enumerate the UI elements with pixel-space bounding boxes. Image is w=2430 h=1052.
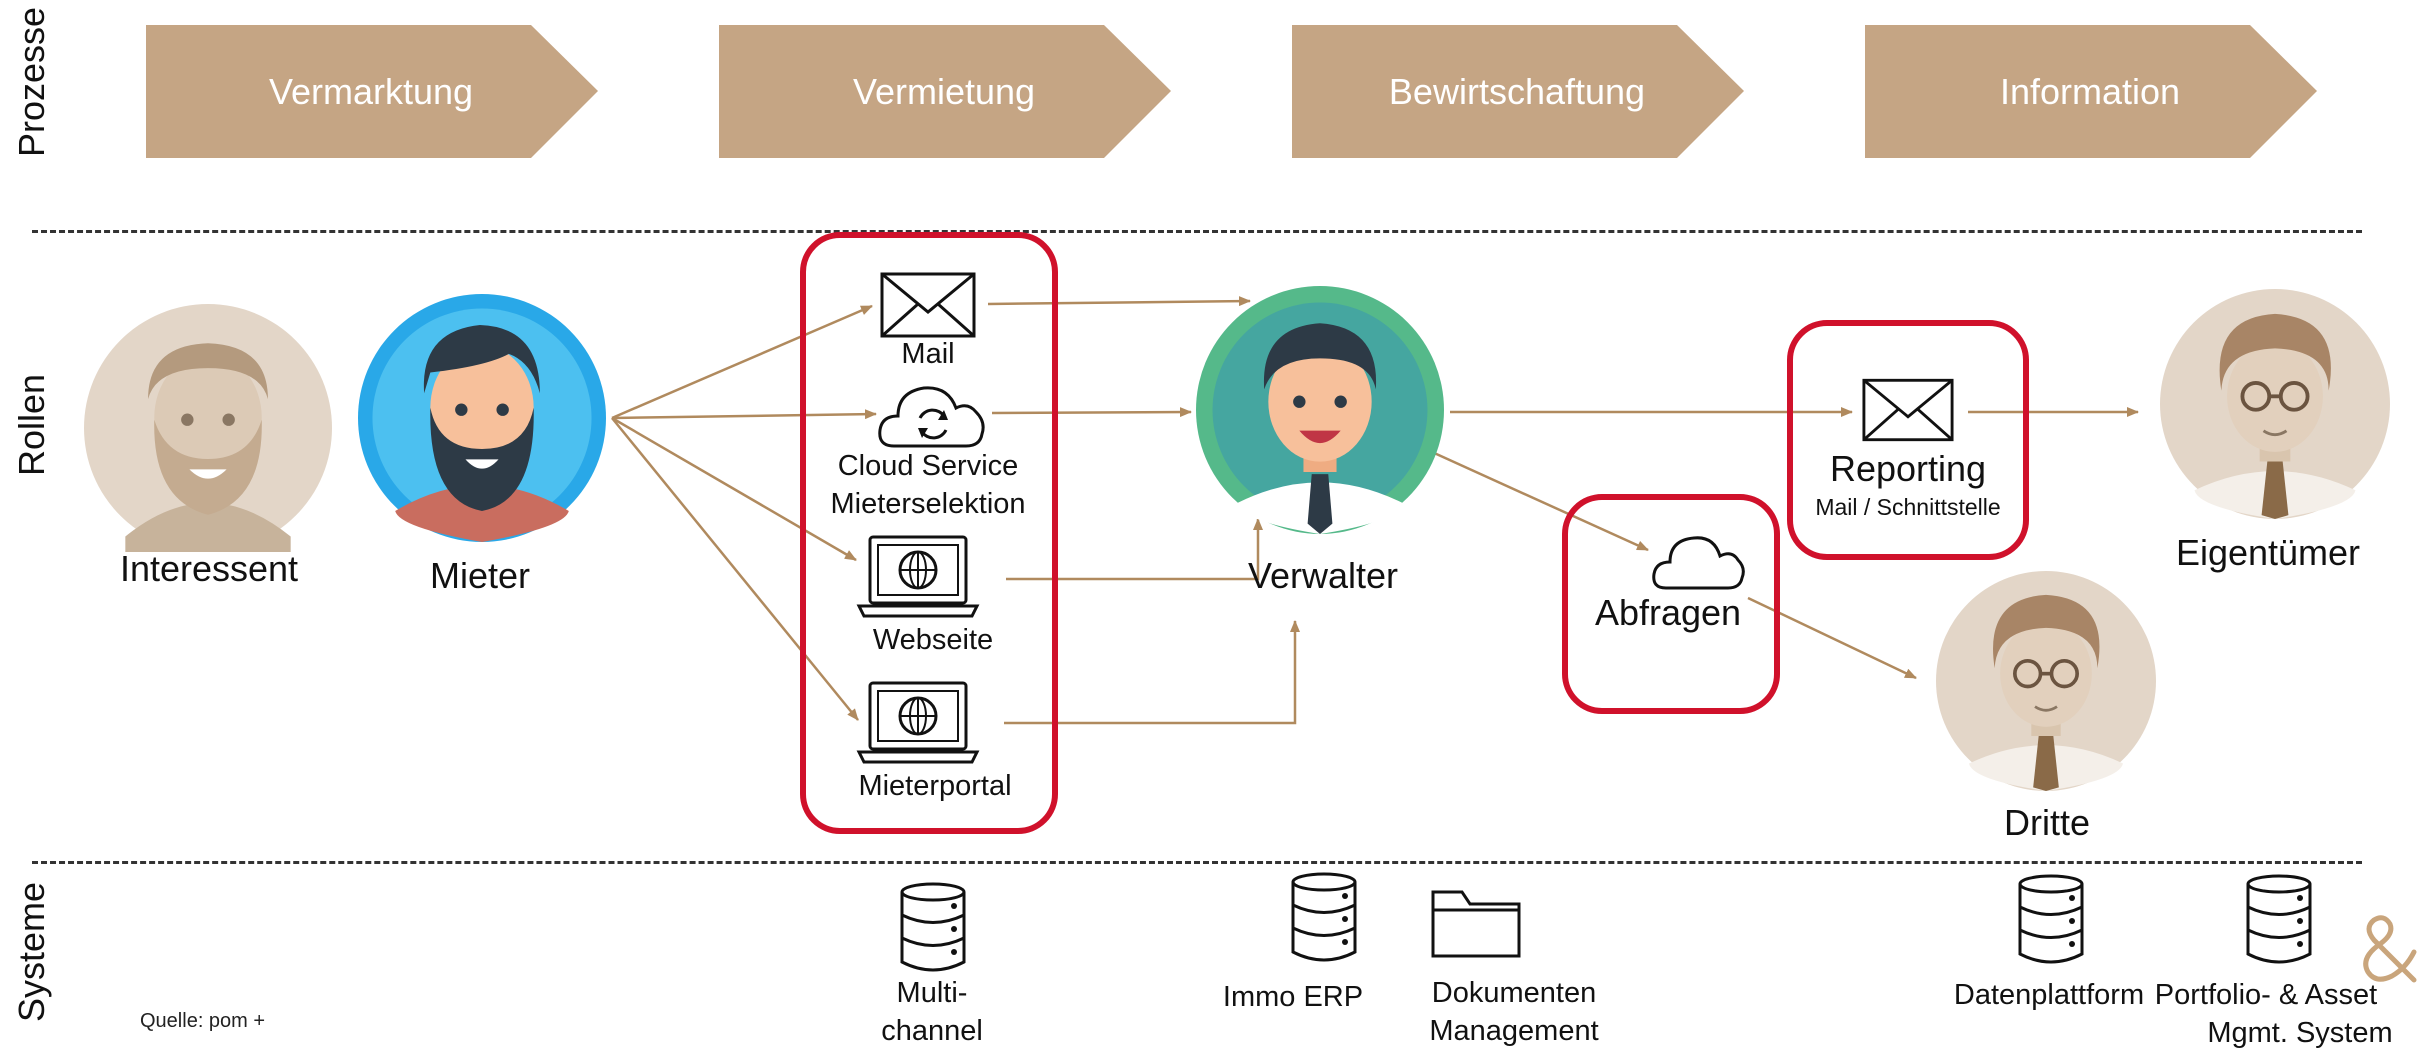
eigentuemer-avatar bbox=[2160, 289, 2390, 519]
chevron-shape bbox=[146, 25, 598, 158]
channel-label-mieterportal: Mieterportal bbox=[858, 770, 1012, 802]
abfragen-highlight-frame bbox=[1562, 494, 1780, 714]
system-label-mgmt-system: Mgmt. System bbox=[2207, 1017, 2393, 1049]
verwalter-avatar bbox=[1196, 286, 1444, 534]
channel-label-mieterselektion: Mieterselektion bbox=[830, 488, 1026, 520]
arrow-cloud-verwalter bbox=[991, 407, 1192, 418]
reporting-title: Reporting bbox=[1829, 448, 1987, 489]
chevron-shape bbox=[1865, 25, 2317, 158]
source-note: Quelle: pom + bbox=[140, 1010, 266, 1032]
arrow-mieter-cloud bbox=[611, 409, 877, 420]
system-label-portfolio-asset: Portfolio- & Asset bbox=[2154, 979, 2378, 1011]
reporting-subtitle: Mail / Schnittstelle bbox=[1815, 494, 2001, 520]
system-label-immo-erp: Immo ERP bbox=[1222, 981, 1364, 1013]
laptop-globe-icon bbox=[856, 681, 980, 764]
mieter-avatar bbox=[358, 294, 606, 542]
role-label-mieter: Mieter bbox=[429, 555, 531, 596]
arrow-mieter-webseite bbox=[611, 416, 857, 562]
interessent-avatar bbox=[84, 304, 332, 552]
system-label-dokumenten: Dokumenten bbox=[1431, 977, 1597, 1009]
chevron-shape bbox=[1292, 25, 1744, 158]
process-label: Vermietung bbox=[852, 70, 1036, 112]
role-label-dritte: Dritte bbox=[2003, 802, 2091, 843]
channels-highlight-frame bbox=[800, 232, 1058, 834]
arrow-verwalter-abfragen bbox=[1431, 450, 1649, 552]
database-icon bbox=[900, 882, 966, 972]
channel-label-webseite: Webseite bbox=[872, 624, 994, 656]
database-icon bbox=[2018, 874, 2084, 964]
cloud-icon bbox=[1652, 536, 1745, 590]
arrow-mieter-portal bbox=[611, 417, 859, 721]
arrow-portal-verwalter bbox=[1004, 620, 1300, 725]
separator-bottom bbox=[32, 861, 2362, 864]
chevron-shape bbox=[719, 25, 1171, 158]
separator-top bbox=[32, 230, 2362, 233]
ampersand-logo bbox=[2363, 915, 2417, 983]
system-label-multichannel-2: channel bbox=[881, 1015, 983, 1047]
role-label-interessent: Interessent bbox=[119, 548, 299, 589]
cloud-sync-icon bbox=[878, 386, 985, 448]
arrow-webseite-verwalter bbox=[1006, 518, 1263, 581]
channel-label-cloud-service: Cloud Service bbox=[837, 450, 1019, 482]
process-label: Information bbox=[1999, 70, 2181, 112]
database-icon bbox=[1291, 872, 1357, 962]
process-label: Bewirtschaftung bbox=[1388, 70, 1646, 112]
role-label-verwalter: Verwalter bbox=[1247, 555, 1399, 596]
mail-icon bbox=[1862, 378, 1954, 442]
system-label-datenplattform: Datenplattform bbox=[1953, 979, 2145, 1011]
system-label-management: Management bbox=[1429, 1015, 1599, 1047]
arrow-mail-verwalter bbox=[987, 296, 1251, 307]
laptop-globe-icon bbox=[856, 535, 980, 618]
channel-label-mail: Mail bbox=[901, 338, 955, 370]
arrow-mieter-mail bbox=[611, 304, 873, 420]
dritte-avatar bbox=[1936, 571, 2156, 791]
mail-icon bbox=[880, 272, 976, 338]
database-icon bbox=[2246, 874, 2312, 964]
abfragen-label: Abfragen bbox=[1594, 592, 1742, 633]
reporting-highlight-frame bbox=[1787, 320, 2029, 560]
folder-icon bbox=[1431, 890, 1521, 958]
process-label: Vermarktung bbox=[268, 70, 474, 112]
role-label-eigentuemer: Eigentümer bbox=[2175, 532, 2361, 573]
system-label-multichannel-1: Multi- bbox=[896, 977, 968, 1009]
